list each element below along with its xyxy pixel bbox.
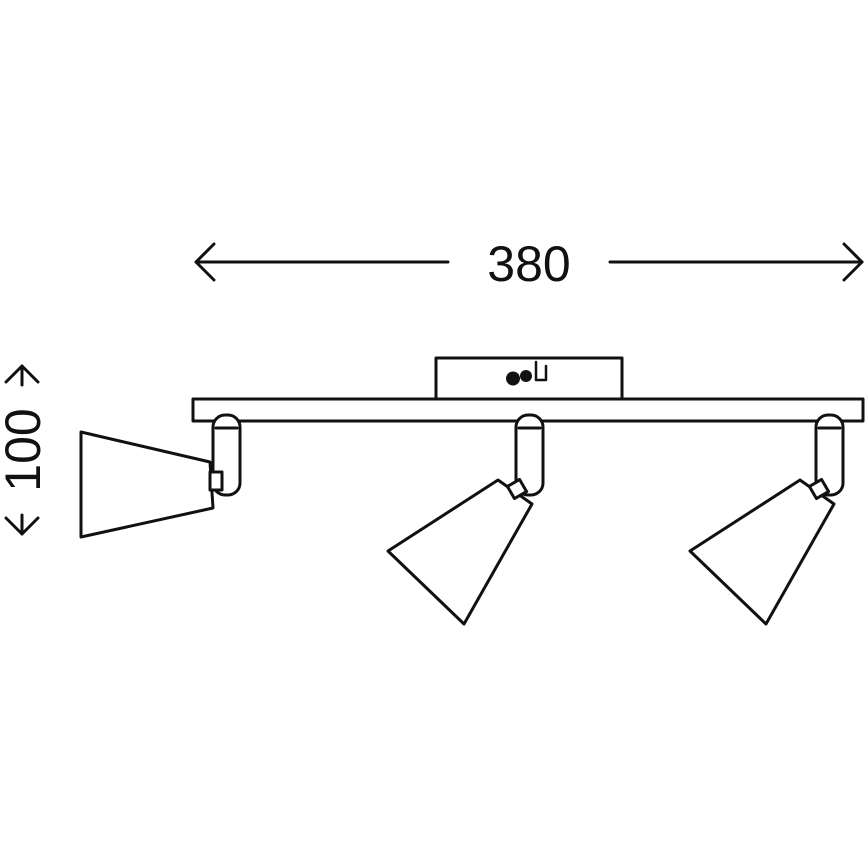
spotlight-middle bbox=[386, 413, 545, 626]
height-dimension-arrow bbox=[4, 364, 40, 536]
height-dimension-label: 100 bbox=[0, 408, 51, 491]
width-dimension-arrow bbox=[194, 242, 864, 282]
swivel-joint-right bbox=[814, 413, 845, 497]
width-dimension-label: 380 bbox=[487, 236, 570, 292]
spotlight-right bbox=[688, 413, 845, 626]
ceiling-canopy bbox=[434, 356, 624, 404]
shade-left bbox=[79, 430, 215, 539]
spotlight-left bbox=[79, 413, 242, 539]
shade-middle bbox=[386, 478, 534, 626]
swivel-joint-middle bbox=[514, 413, 545, 497]
shade-right bbox=[688, 478, 836, 626]
